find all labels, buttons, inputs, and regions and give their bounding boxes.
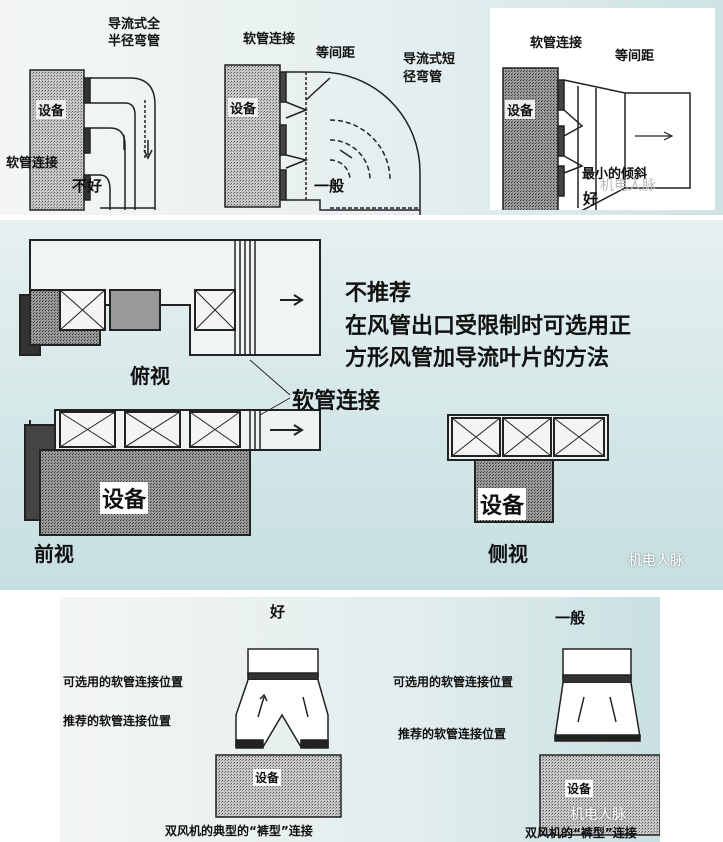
left-optional-label: 可选用的软管连接位置 <box>63 675 184 689</box>
left-diagram <box>29 69 156 211</box>
square-duct-panel: 不推荐 在风管出口受限制时可选用正 方形风管加导流叶片的方法 俯视 软管连接 设… <box>0 220 723 590</box>
flex-connection-label: 软管连接 <box>292 389 381 414</box>
middle-rating: 一般 <box>314 177 345 195</box>
left-elbow-label-2: 半径弯管 <box>108 34 161 49</box>
middle-flex-label: 软管连接 <box>243 32 296 47</box>
left-recommended-label: 推荐的软管连接位置 <box>63 714 172 728</box>
middle-diagram <box>224 64 421 215</box>
top-view-label: 俯视 <box>130 364 170 388</box>
watermark: 机电人脉 <box>600 178 656 194</box>
right-equipment-label: 设备 <box>565 780 594 797</box>
left-flex-label: 软管连接 <box>6 156 59 171</box>
left-elbow-label-1: 导流式全 <box>108 17 161 32</box>
elbow-diagrams <box>29 64 421 215</box>
side-equipment-label: 设备 <box>478 488 527 520</box>
middle-equipment-label: 设备 <box>228 98 259 117</box>
right-rating: 一般 <box>555 609 586 627</box>
watermark: 机电人脉 <box>570 807 626 823</box>
right-spacing-label: 等间距 <box>615 49 655 64</box>
middle-elbow-label-1: 导流式短 <box>403 52 456 67</box>
note-line-2: 方形风管加导流叶片的方法 <box>345 346 610 371</box>
left-equipment-label: 设备 <box>253 769 282 786</box>
pants-connection-diagrams <box>215 648 660 836</box>
side-view-label: 侧视 <box>488 542 528 566</box>
note-line-1: 在风管出口受限制时可选用正 <box>345 314 632 339</box>
middle-elbow-label-2: 径弯管 <box>403 70 443 85</box>
left-equipment-label: 设备 <box>36 100 67 119</box>
right-diagram <box>502 67 691 210</box>
not-recommended-heading: 不推荐 <box>345 281 412 306</box>
elbow-comparison-panel: 导流式全 半径弯管 设备 软管连接 不好 软管连接 等间距 导流式短 径弯管 设… <box>0 0 723 215</box>
right-flex-label: 软管连接 <box>530 36 583 51</box>
right-recommended-label: 推荐的软管连接位置 <box>398 727 507 741</box>
left-rating: 不好 <box>72 177 103 195</box>
right-caption: 双风机的“裤型”连接 <box>525 826 637 840</box>
square-duct-diagrams <box>19 239 609 536</box>
twin-fan-panel: 好 可选用的软管连接位置 推荐的软管连接位置 设备 双风机的典型的“裤型”连接 … <box>60 597 660 842</box>
right-rating: 好 <box>583 190 599 208</box>
right-optional-label: 可选用的软管连接位置 <box>393 675 514 689</box>
left-caption: 双风机的典型的“裤型”连接 <box>165 824 313 838</box>
right-slope-label: 最小的倾斜 <box>582 167 648 182</box>
middle-spacing-label: 等间距 <box>316 46 356 61</box>
left-rating: 好 <box>270 603 286 621</box>
watermark: 机电人脉 <box>628 553 684 569</box>
right-equipment-label: 设备 <box>505 100 536 119</box>
front-view-label: 前视 <box>34 542 74 566</box>
front-equipment-label: 设备 <box>100 482 149 514</box>
